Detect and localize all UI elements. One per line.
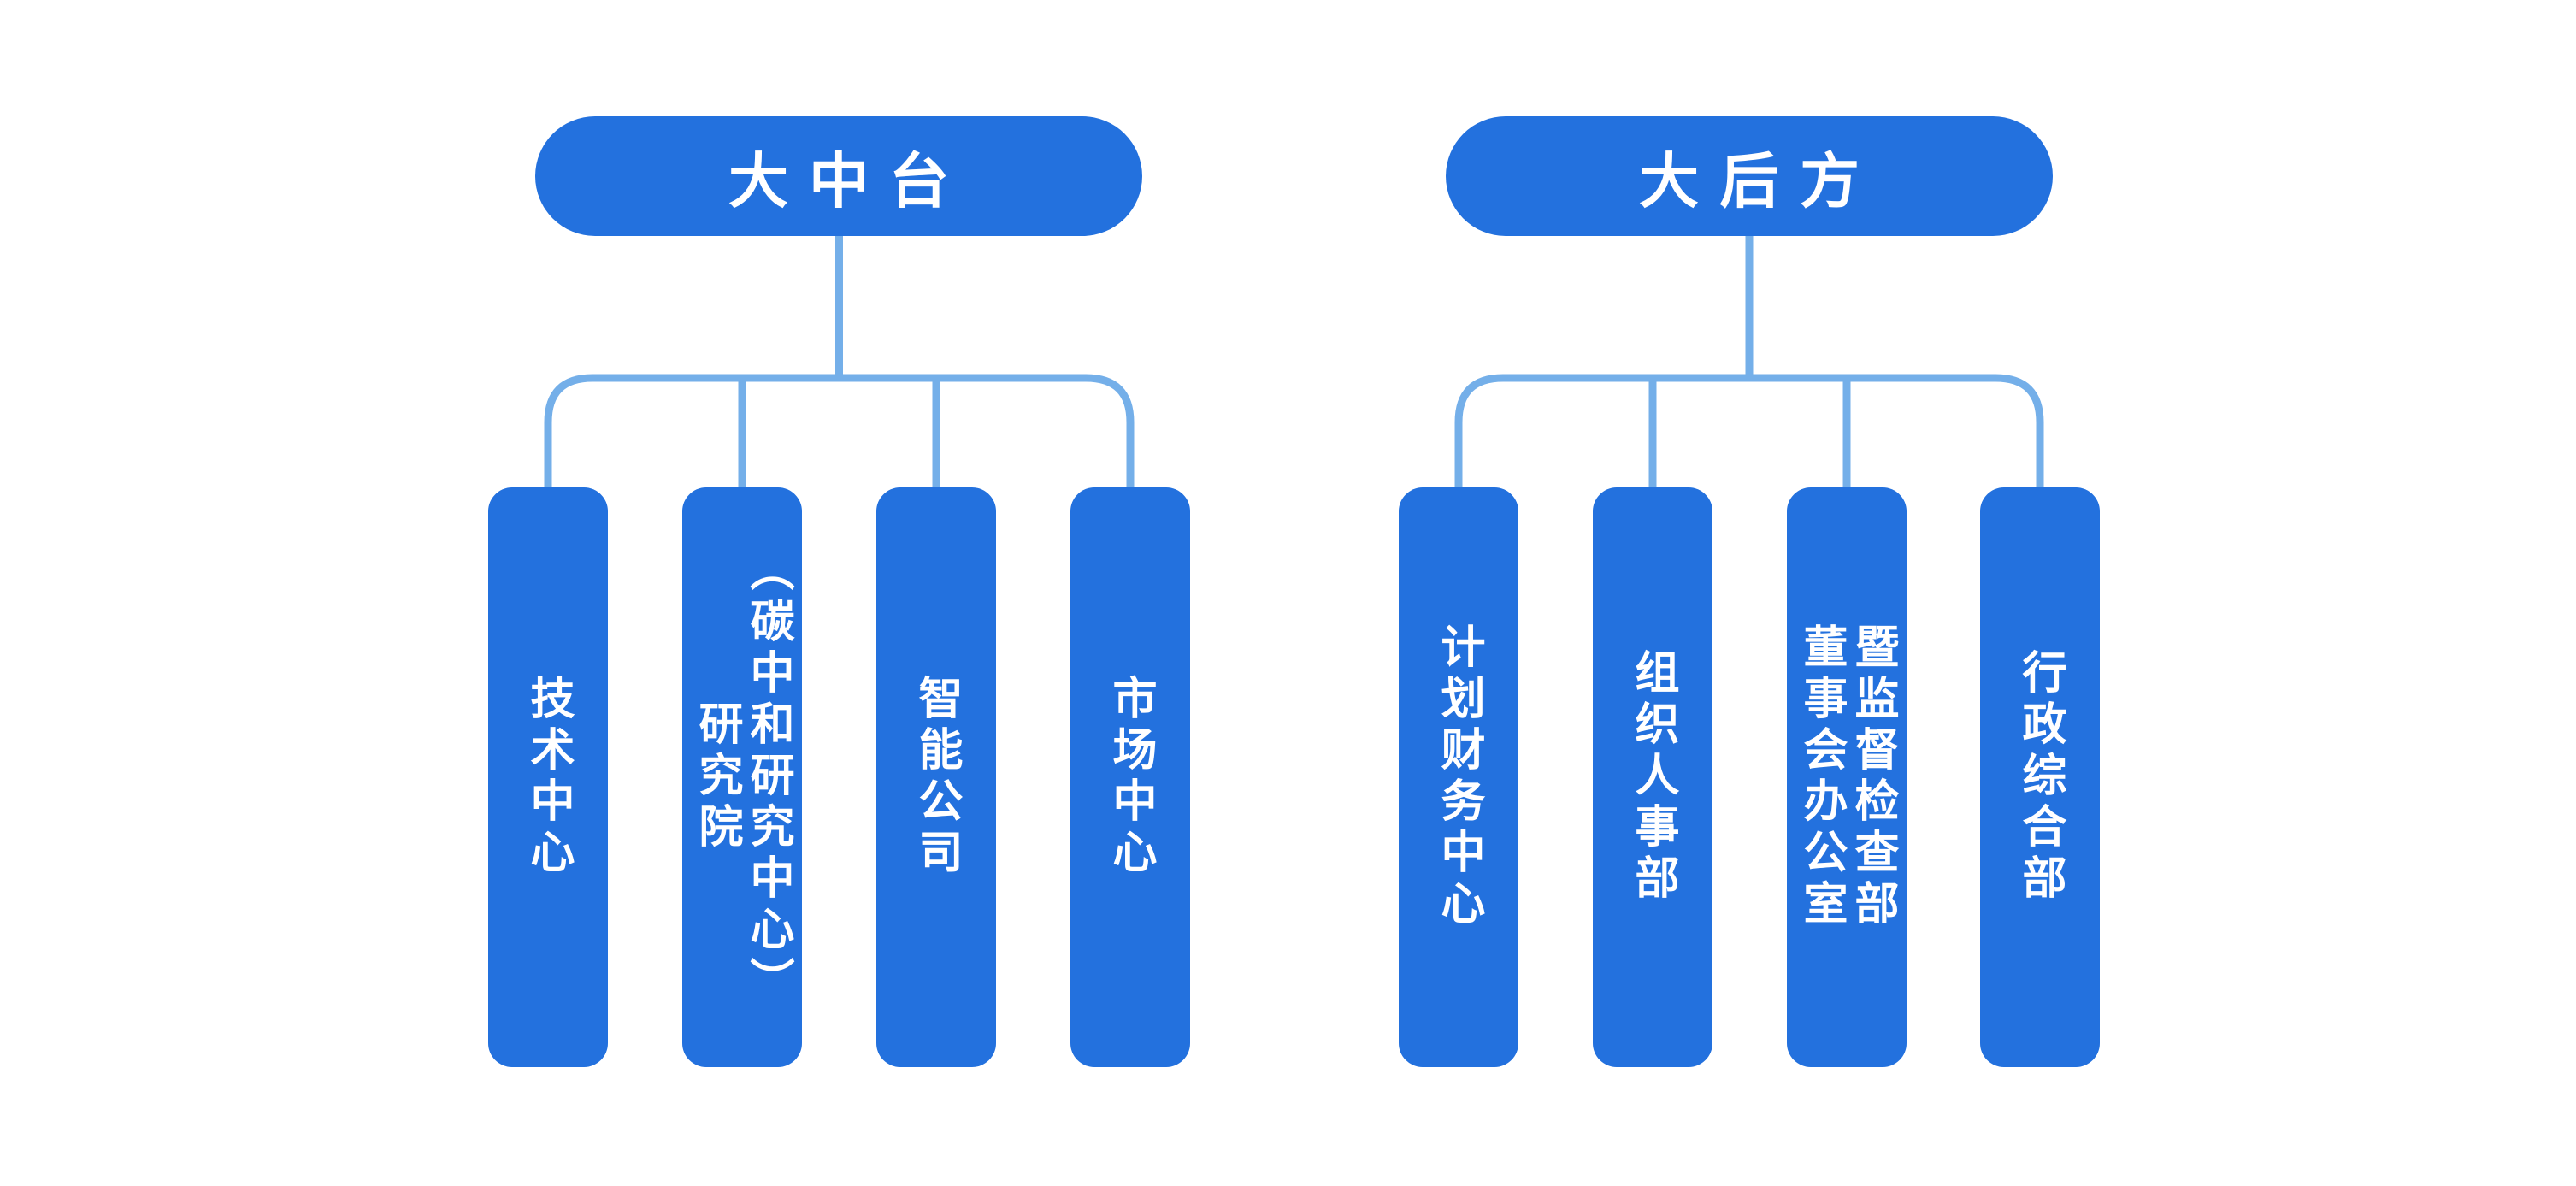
dept-label: 组织人事部 [1628,649,1677,906]
group1-bus-line [544,374,1135,487]
dept-label: 研究院 （碳中和研究中心） [692,546,793,1008]
dept-node-jishu-zhongxin[interactable]: 技术中心 [488,487,608,1067]
group2-connectors [1454,231,2044,487]
dept-node-zhineng-gongsi[interactable]: 智能公司 [876,487,996,1067]
dept-label: 智能公司 [911,675,961,880]
dept-node-shichang-zhongxin[interactable]: 市场中心 [1070,487,1190,1067]
dept-label: 计划财务中心 [1434,623,1483,931]
dept-label: 市场中心 [1105,675,1155,880]
dept-node-xingzheng-zonghebu[interactable]: 行政综合部 [1980,487,2100,1067]
dept-label: 技术中心 [523,675,573,880]
dept-node-zuzhi-renshibu[interactable]: 组织人事部 [1593,487,1712,1067]
header-node-da-zhong-tai[interactable]: 大中台 [535,116,1142,236]
dept-node-dongshihui-bangongshi[interactable]: 董事会办公室 暨监督检查部 [1787,487,1907,1067]
group2-bus-line [1454,374,2044,487]
dept-node-yanjiuyuan[interactable]: 研究院 （碳中和研究中心） [682,487,802,1067]
dept-label: 行政综合部 [2015,649,2065,906]
group1-connectors [544,231,1135,487]
dept-label: 董事会办公室 暨监督检查部 [1796,623,1897,931]
header-node-da-hou-fang[interactable]: 大后方 [1446,116,2053,236]
dept-node-jihua-caiwu-zhongxin[interactable]: 计划财务中心 [1399,487,1518,1067]
